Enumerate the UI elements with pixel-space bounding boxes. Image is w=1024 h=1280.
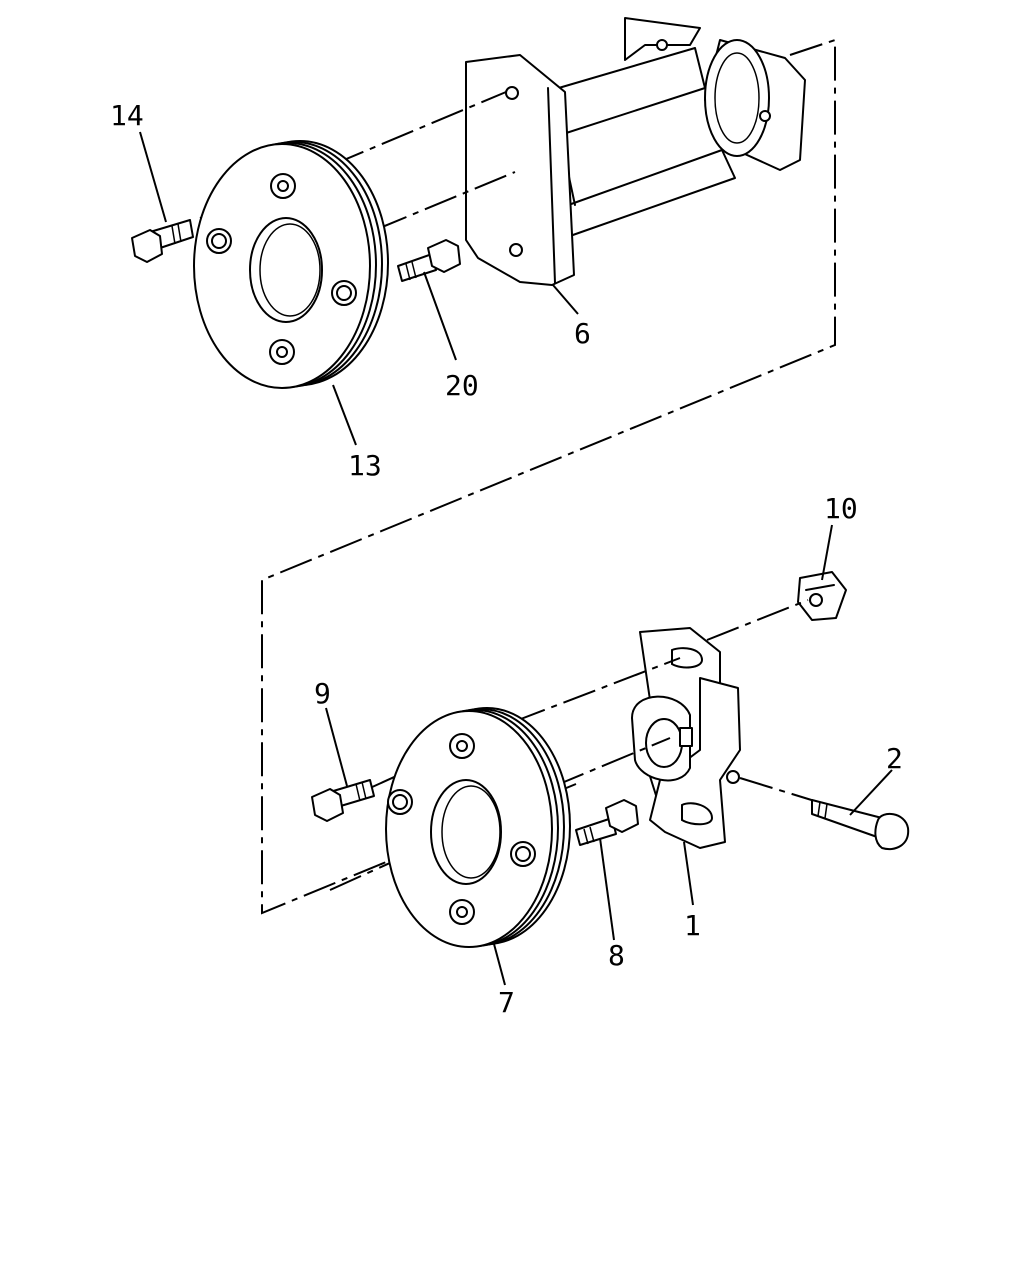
callout-6: 6 xyxy=(574,317,591,350)
leader-7 xyxy=(493,943,506,986)
assembly-line xyxy=(551,737,671,788)
assembly-line xyxy=(706,599,809,641)
bolt-14 xyxy=(131,219,194,263)
assembly-frame xyxy=(261,38,836,915)
assembly-line xyxy=(512,657,681,723)
bolt-9 xyxy=(311,779,375,822)
callout-14: 14 xyxy=(110,99,144,132)
leader-13 xyxy=(332,384,357,446)
leader-6 xyxy=(552,284,579,315)
plate-6 xyxy=(465,54,575,286)
leader-20 xyxy=(423,271,457,361)
bolt-8 xyxy=(575,799,639,846)
bolt-2 xyxy=(811,799,910,850)
leader-8 xyxy=(599,837,615,941)
flange-disc-13 xyxy=(193,140,389,389)
end-bracket xyxy=(624,17,806,171)
leader-2 xyxy=(849,769,893,816)
assembly-line xyxy=(739,777,819,803)
assembly-line xyxy=(331,91,507,166)
callout-8: 8 xyxy=(608,939,625,972)
leader-1 xyxy=(683,841,694,906)
leader-14 xyxy=(139,131,167,223)
leader-9 xyxy=(325,707,348,787)
leader-10 xyxy=(821,524,833,581)
callout-13: 13 xyxy=(348,449,382,482)
callout-9: 9 xyxy=(314,677,331,710)
callout-20: 20 xyxy=(445,369,479,402)
clamp-bracket-1 xyxy=(631,627,741,849)
callout-7: 7 xyxy=(498,986,515,1019)
callout-1: 1 xyxy=(684,909,701,942)
callout-10: 10 xyxy=(824,492,858,525)
callout-2: 2 xyxy=(886,742,903,775)
assembly-line xyxy=(374,171,516,231)
nut-10 xyxy=(797,571,847,621)
bolt-20 xyxy=(397,239,461,282)
flange-disc-7 xyxy=(385,707,571,948)
